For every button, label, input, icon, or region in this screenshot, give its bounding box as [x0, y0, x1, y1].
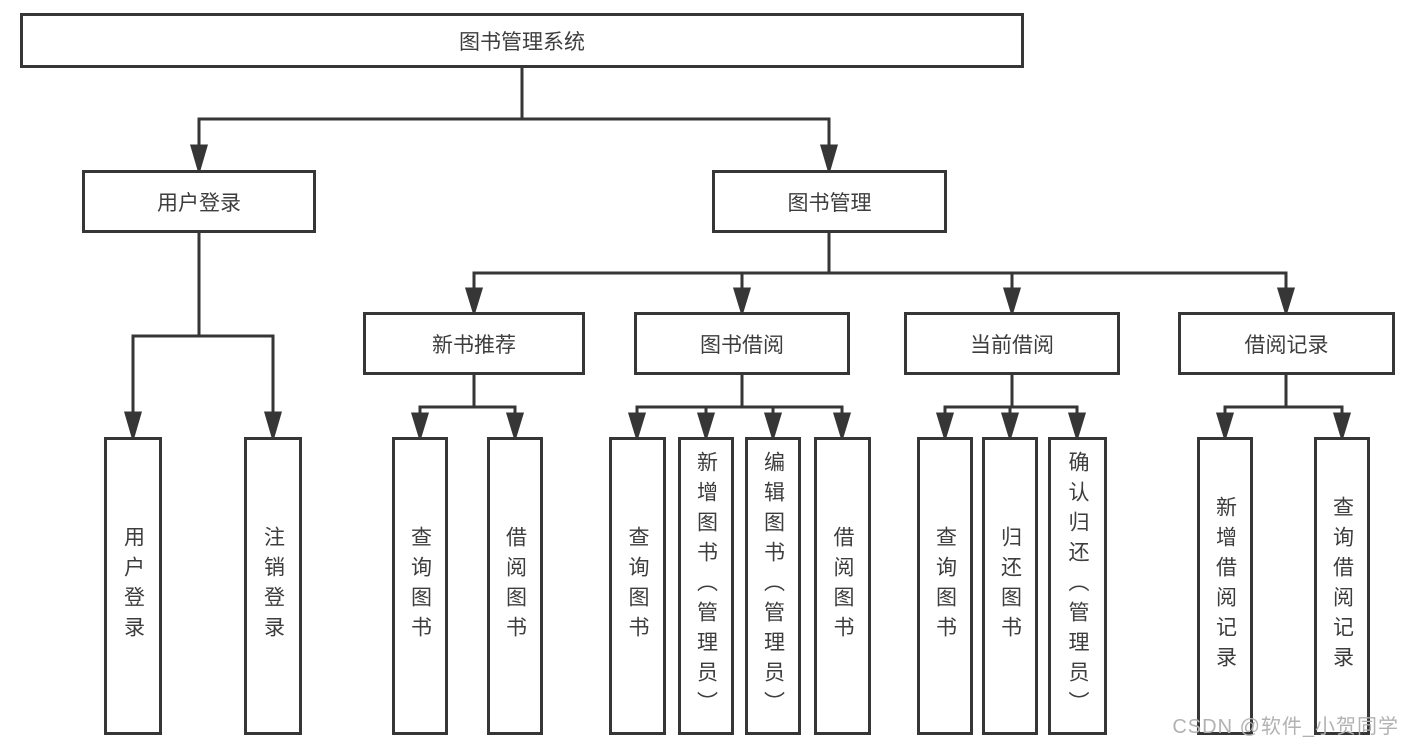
leaf-records-add-borrow-record: 新增借阅记录	[1197, 437, 1253, 735]
node-label: 用户登录	[157, 191, 241, 215]
arrowhead	[1215, 412, 1235, 443]
arrowhead	[935, 412, 955, 443]
node-label: 图书管理	[787, 191, 872, 215]
node-label: 查询借阅记录	[1330, 496, 1354, 676]
arrowhead	[1000, 412, 1020, 443]
leaf-current-return-books: 归还图书	[982, 437, 1038, 735]
leaf-current-query-books: 查询图书	[917, 437, 973, 735]
leaf-borrowing-edit-books-admin: 编辑图书（管理员）	[745, 437, 801, 735]
tree-edges	[124, 68, 1352, 443]
node-label: 借阅图书	[503, 526, 527, 646]
node-label: 查询图书	[626, 526, 650, 646]
node-label: 借阅图书	[831, 526, 855, 646]
node-label: 归还图书	[998, 526, 1022, 646]
leaf-borrowing-borrow-books: 借阅图书	[814, 437, 871, 735]
leaf-user-login: 用户登录	[104, 437, 162, 735]
node-label: 新增借阅记录	[1213, 496, 1237, 676]
node-new-book-recommendation: 新书推荐	[363, 312, 585, 375]
csdn-watermark: CSDN @软件_小贺同学	[1172, 716, 1399, 738]
leaf-newrec-query-books: 查询图书	[392, 437, 448, 735]
node-label: 编辑图书（管理员）	[761, 451, 785, 721]
node-label: 确认归还（管理员）	[1066, 451, 1090, 721]
arrowhead	[627, 412, 647, 443]
node-label: 新书推荐	[432, 333, 516, 357]
node-label: 查询图书	[933, 526, 957, 646]
arrowhead	[1067, 412, 1087, 443]
arrowhead	[190, 144, 208, 176]
arrowhead	[820, 144, 838, 176]
arrowhead	[410, 412, 430, 443]
node-current-borrowing: 当前借阅	[904, 312, 1120, 375]
arrowhead	[1276, 287, 1296, 318]
node-label: 查询图书	[408, 526, 432, 646]
node-borrowing-records: 借阅记录	[1178, 312, 1395, 375]
leaf-newrec-borrow-books: 借阅图书	[487, 437, 543, 735]
node-user-login: 用户登录	[82, 170, 316, 233]
leaf-current-confirm-return-admin: 确认归还（管理员）	[1048, 437, 1107, 735]
node-label: 借阅记录	[1244, 333, 1329, 357]
node-book-borrowing: 图书借阅	[634, 312, 850, 375]
node-label: 图书借阅	[700, 333, 784, 357]
leaf-logout-login: 注销登录	[244, 437, 302, 735]
arrowhead	[505, 412, 525, 443]
arrowhead	[464, 287, 484, 318]
leaf-borrowing-add-books-admin: 新增图书（管理员）	[678, 437, 734, 735]
node-label: 用户登录	[121, 526, 145, 646]
arrowhead	[1332, 412, 1352, 443]
leaf-borrowing-query-books: 查询图书	[609, 437, 666, 735]
arrowhead	[124, 411, 142, 443]
node-library-management-system: 图书管理系统	[20, 13, 1024, 68]
arrowhead	[696, 412, 716, 443]
node-label: 新增图书（管理员）	[694, 451, 718, 721]
arrowhead	[732, 287, 752, 318]
node-label: 图书管理系统	[459, 30, 585, 54]
arrowhead	[763, 412, 783, 443]
arrowhead	[832, 412, 852, 443]
node-label: 注销登录	[261, 526, 285, 646]
arrowhead	[1002, 287, 1022, 318]
leaf-records-query-borrow-record: 查询借阅记录	[1314, 437, 1370, 735]
node-label: 当前借阅	[970, 333, 1054, 357]
node-book-management: 图书管理	[712, 170, 947, 233]
arrowhead	[264, 411, 282, 443]
